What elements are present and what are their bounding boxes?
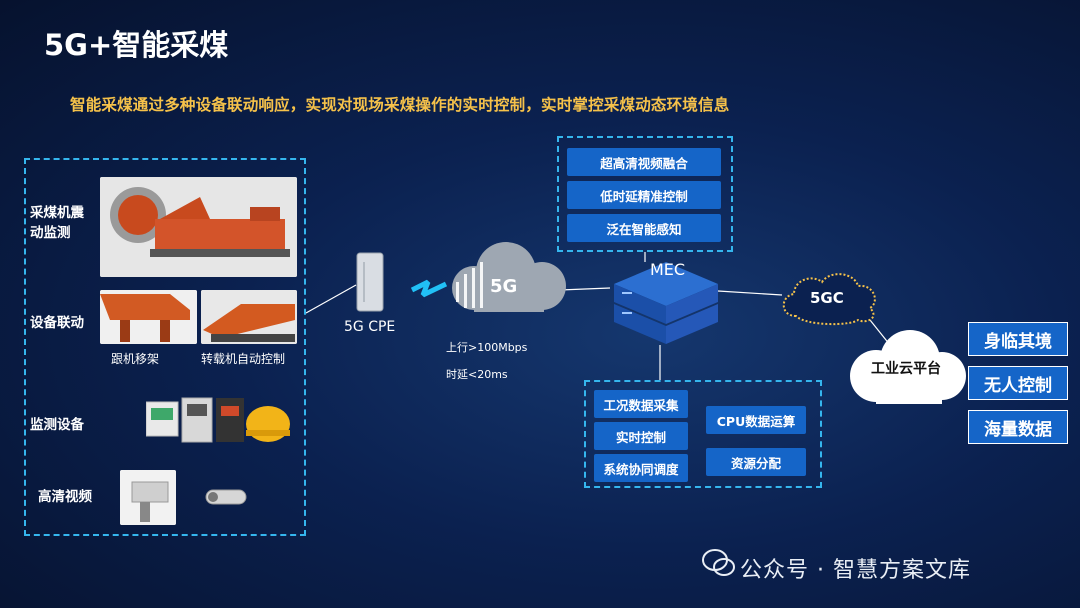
cpe-label: 5G CPE bbox=[344, 319, 396, 335]
cloud-5g-icon bbox=[444, 240, 572, 312]
page-subtitle: 智能采煤通过多种设备联动响应，实现对现场采煤操作的实时控制，实时掌控采煤动态环境… bbox=[70, 96, 730, 114]
row-label-linkage: 设备联动 bbox=[30, 315, 84, 331]
row-label-video: 高清视频 bbox=[38, 489, 92, 505]
edge-resource-allocation: 资源分配 bbox=[706, 448, 806, 476]
right-btn-immersive: 身临其境 bbox=[968, 322, 1068, 356]
feature-sensing: 泛在智能感知 bbox=[567, 214, 721, 242]
cloud-5gc-icon bbox=[776, 270, 884, 326]
shearer-image bbox=[100, 177, 297, 277]
line-left-cpe bbox=[305, 284, 357, 314]
row-label-shearer: 采煤机震动监测 bbox=[30, 205, 84, 241]
right-btn-unmanned: 无人控制 bbox=[968, 366, 1068, 400]
industrial-cloud-label: 工业云平台 bbox=[871, 361, 941, 377]
stat-uplink: 上行>100Mbps bbox=[446, 341, 528, 354]
lightning-icon bbox=[410, 279, 448, 298]
conveyor-image bbox=[201, 290, 297, 344]
caption-conveyor: 转载机自动控制 bbox=[201, 352, 286, 366]
edge-realtime-control: 实时控制 bbox=[594, 422, 688, 450]
edge-coordination: 系统协同调度 bbox=[594, 454, 688, 482]
5gc-label: 5GC bbox=[810, 289, 844, 307]
watermark-text: 公众号 · 智慧方案文库 bbox=[740, 558, 971, 583]
device-panel bbox=[24, 158, 306, 536]
cloud-industrial-icon bbox=[846, 326, 968, 406]
cloud-5g-label: 5G bbox=[490, 276, 518, 297]
camera-bullet-image bbox=[204, 486, 252, 508]
edge-panel: 工况数据采集 实时控制 系统协同调度 CPU数据运算 资源分配 bbox=[584, 380, 822, 488]
wechat-icon bbox=[702, 548, 736, 578]
camera-tower-image bbox=[120, 470, 176, 525]
page-title: 5G+智能采煤 bbox=[44, 28, 229, 62]
stat-latency: 时延<20ms bbox=[446, 368, 508, 381]
right-btn-big-data: 海量数据 bbox=[968, 410, 1068, 444]
feature-low-latency: 低时延精准控制 bbox=[567, 181, 721, 209]
mec-server-icon bbox=[606, 256, 722, 346]
feature-uhd-video: 超高清视频融合 bbox=[567, 148, 721, 176]
row-label-monitoring: 监测设备 bbox=[30, 417, 84, 433]
line-5g-mec bbox=[559, 287, 611, 291]
edge-cpu-compute: CPU数据运算 bbox=[706, 406, 806, 434]
edge-data-collection: 工况数据采集 bbox=[594, 390, 688, 418]
mec-label: MEC bbox=[650, 260, 686, 279]
caption-support: 跟机移架 bbox=[111, 352, 160, 366]
monitoring-devices-image bbox=[145, 396, 296, 444]
cpe-device-icon bbox=[356, 252, 384, 312]
support-image bbox=[100, 290, 197, 344]
line-mec-5gc bbox=[717, 290, 783, 296]
feature-panel: 超高清视频融合 低时延精准控制 泛在智能感知 bbox=[557, 136, 733, 252]
